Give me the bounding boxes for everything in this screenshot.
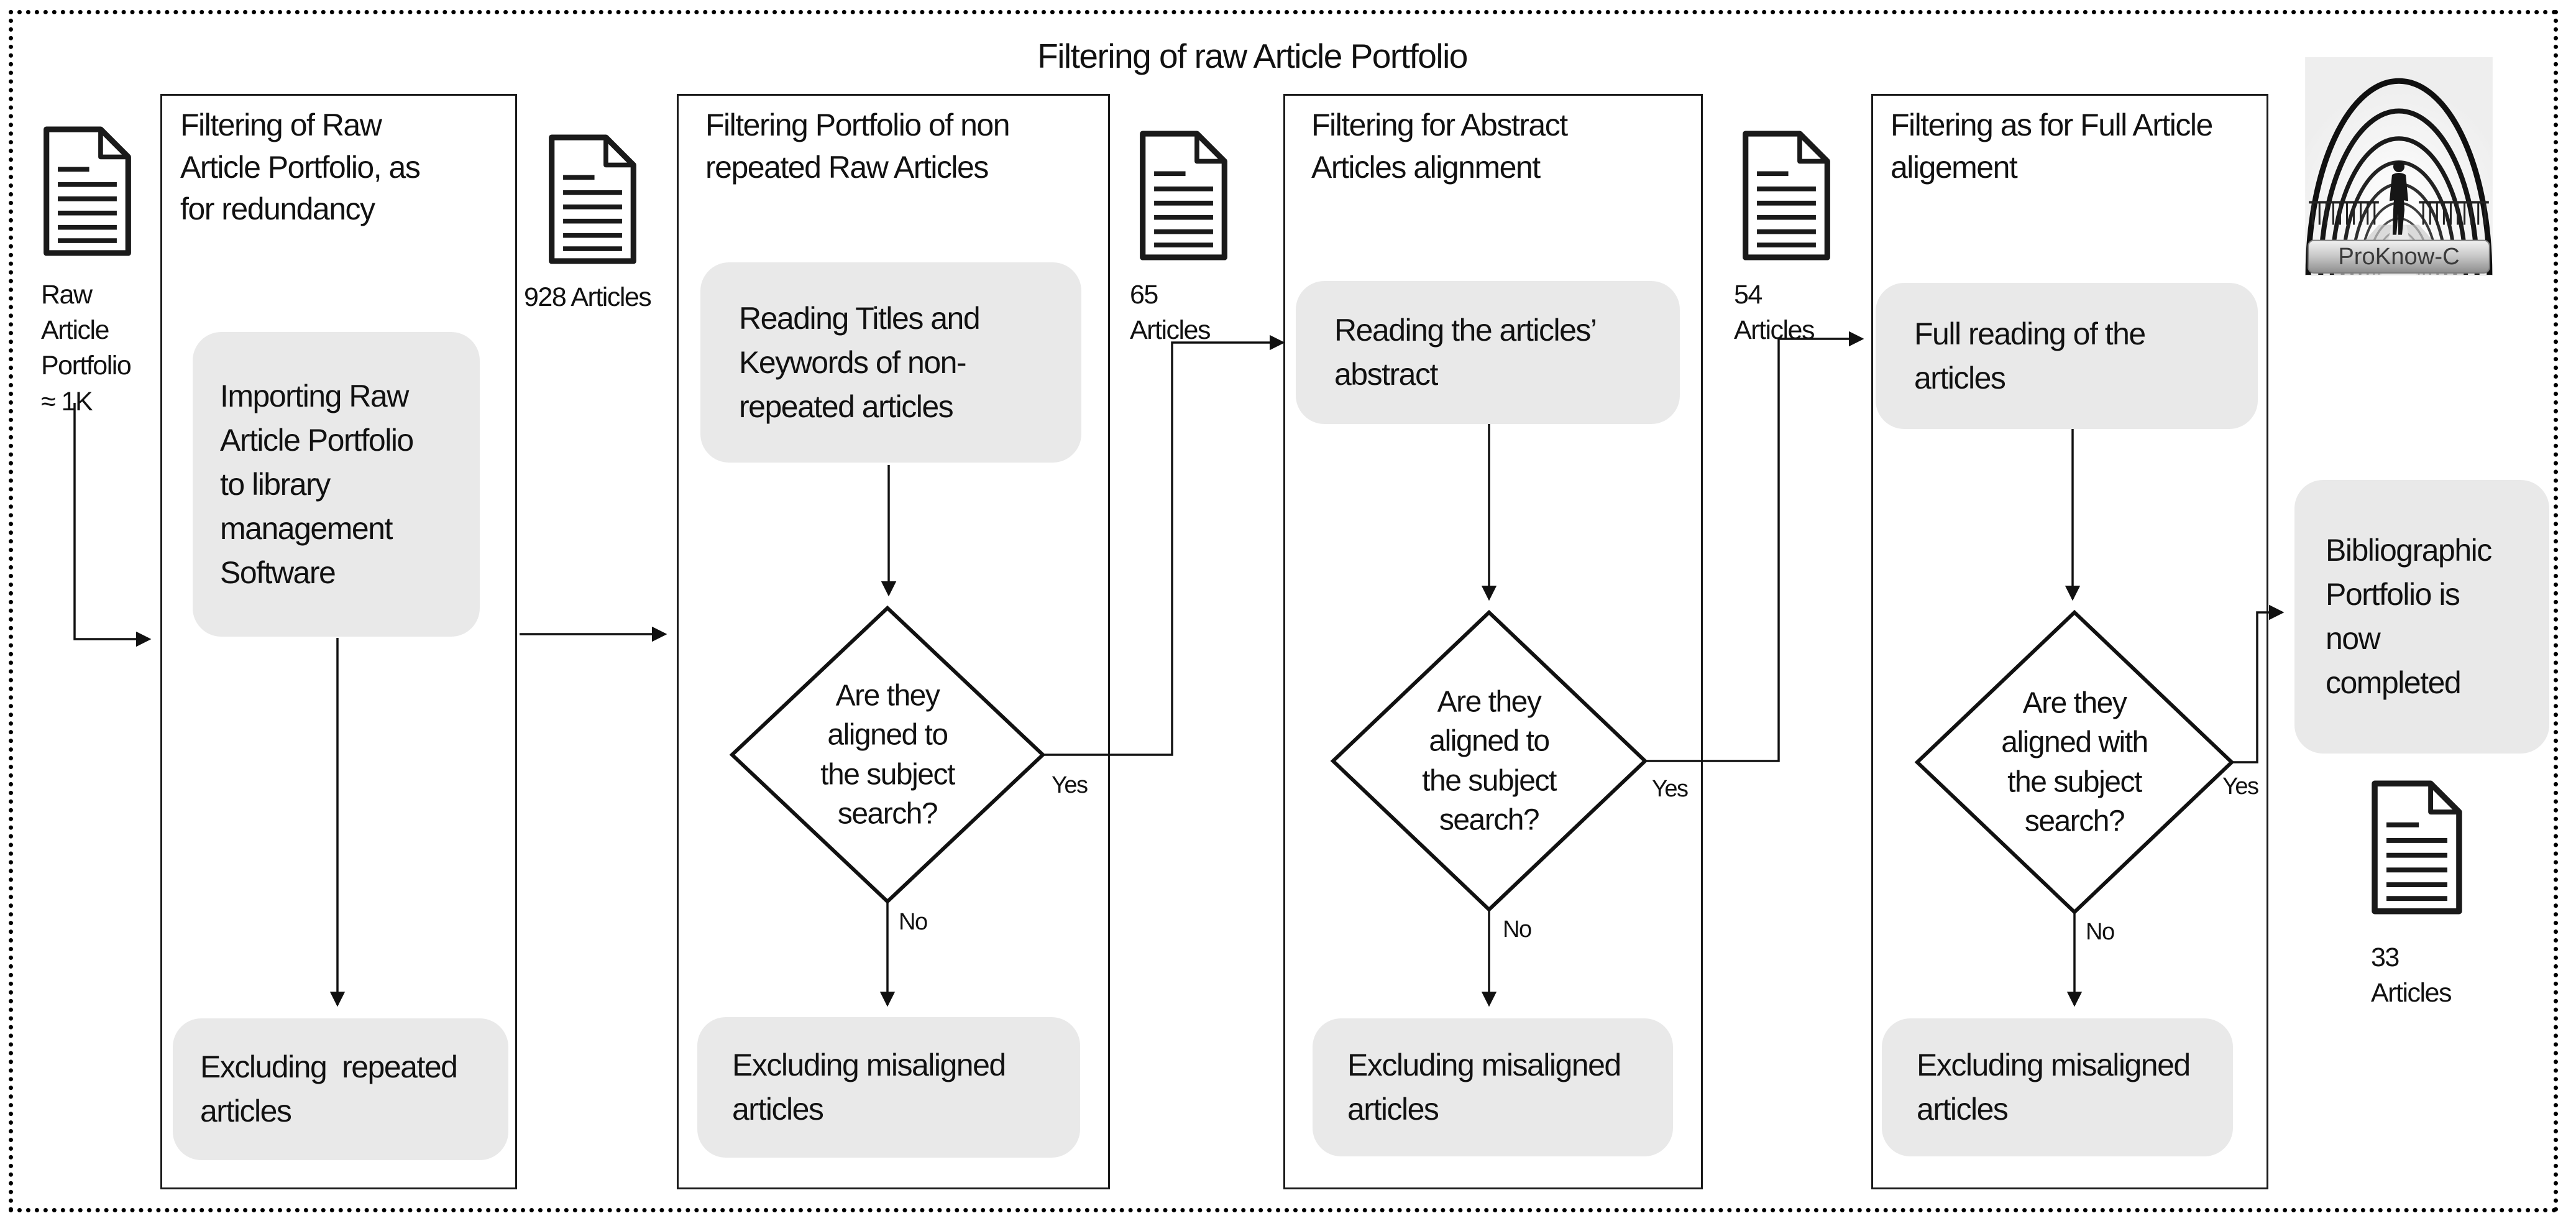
document-icon (1136, 129, 1231, 262)
exclude-box: Excluding repeated articles (173, 1018, 508, 1160)
no-label: No (2086, 919, 2115, 945)
article-count-label: 54 Articles (1734, 280, 1815, 346)
document-icon (1739, 129, 1834, 262)
person-silhouette-icon (2389, 160, 2409, 235)
proknow-c-logo: ProKnow-C (2305, 57, 2493, 276)
arrow-raw-to-col1 (73, 403, 152, 647)
document-icon (545, 132, 640, 266)
document-icon (40, 124, 135, 258)
no-label: No (1503, 916, 1532, 943)
exclude-box: Excluding misaligned articles (1882, 1018, 2233, 1156)
article-count-label: 33 Articles (2371, 943, 2452, 1008)
yes-label: Yes (1052, 772, 1088, 798)
document-icon (2368, 770, 2466, 925)
article-count-label: 65 Articles (1130, 280, 1211, 346)
process-box: Reading Titles and Keywords of non- repe… (700, 262, 1081, 463)
tunnel-railing-icon (2309, 201, 2489, 225)
logo-caption: ProKnow-C (2338, 243, 2459, 270)
dotted-border-frame (9, 10, 2558, 1212)
column-redundancy-frame (160, 94, 517, 1189)
yes-label: Yes (1652, 776, 1689, 802)
decision-diamond (1330, 609, 1648, 913)
decision-diamond (1914, 609, 2235, 915)
decision-diamond (729, 605, 1046, 905)
column-non-repeated-frame (677, 94, 1110, 1189)
column-abstract-frame (1283, 94, 1703, 1189)
arrow-yes-3 (2232, 604, 2285, 763)
logo-banner (2308, 239, 2490, 274)
arrow-yes-1 (1043, 334, 1285, 756)
process-box: Reading the articles’ abstract (1296, 281, 1680, 424)
decision-label: Are they aligned to the subject search? (820, 679, 955, 831)
decision-label: Are they aligned to the subject search? (1422, 685, 1557, 837)
column-header: Filtering for Abstract Articles alignmen… (1311, 108, 1568, 185)
process-box: Importing Raw Article Portfolio to libra… (193, 332, 480, 637)
arrow-yes-2 (1645, 331, 1864, 762)
process-box: Full reading of the articles (1876, 283, 2258, 429)
decision-label: Are they aligned with the subject search… (2001, 686, 2148, 838)
no-label: No (899, 909, 928, 935)
yes-label: Yes (2222, 773, 2259, 800)
page-title: Filtering of raw Article Portfolio (1037, 37, 1468, 75)
raw-portfolio-label: Raw Article Portfolio ≈ 1K (41, 280, 132, 417)
exclude-box: Excluding misaligned articles (697, 1017, 1080, 1158)
column-header: Filtering Portfolio of non repeated Raw … (705, 108, 1011, 185)
result-box: Bibliographic Portfolio is now completed (2294, 480, 2549, 754)
column-header: Filtering as for Full Article aligement (1891, 108, 2213, 185)
exclude-box: Excluding misaligned articles (1313, 1018, 1673, 1156)
column-full-article-frame (1871, 94, 2268, 1189)
column-header: Filtering of Raw Article Portfolio, as f… (180, 108, 421, 226)
article-count-label: 928 Articles (524, 282, 652, 312)
